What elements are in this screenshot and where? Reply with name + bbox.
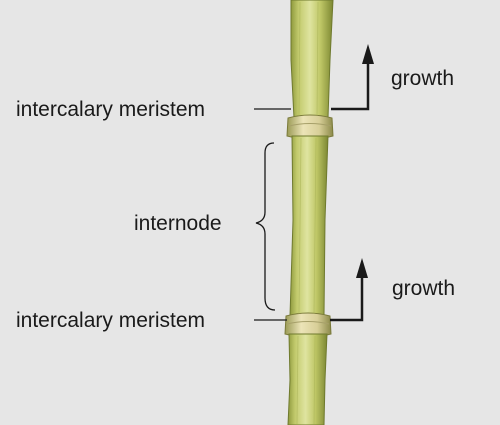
stem [284,0,334,425]
internode-brace [255,142,276,311]
meristem-top-label: intercalary meristem [16,98,205,121]
stem-lower-segment [287,333,328,425]
internode-label: internode [134,212,222,235]
growth-top-label: growth [391,67,454,90]
stem-upper-segment [290,0,334,119]
growth-arrow-top [331,44,374,111]
growth-bottom-label: growth [392,277,455,300]
lower-node-band [284,312,332,338]
upper-node-band [286,114,334,140]
stem-internode-segment [289,135,329,317]
meristem-bottom-label: intercalary meristem [16,309,205,332]
growth-arrow-bottom [330,258,368,322]
